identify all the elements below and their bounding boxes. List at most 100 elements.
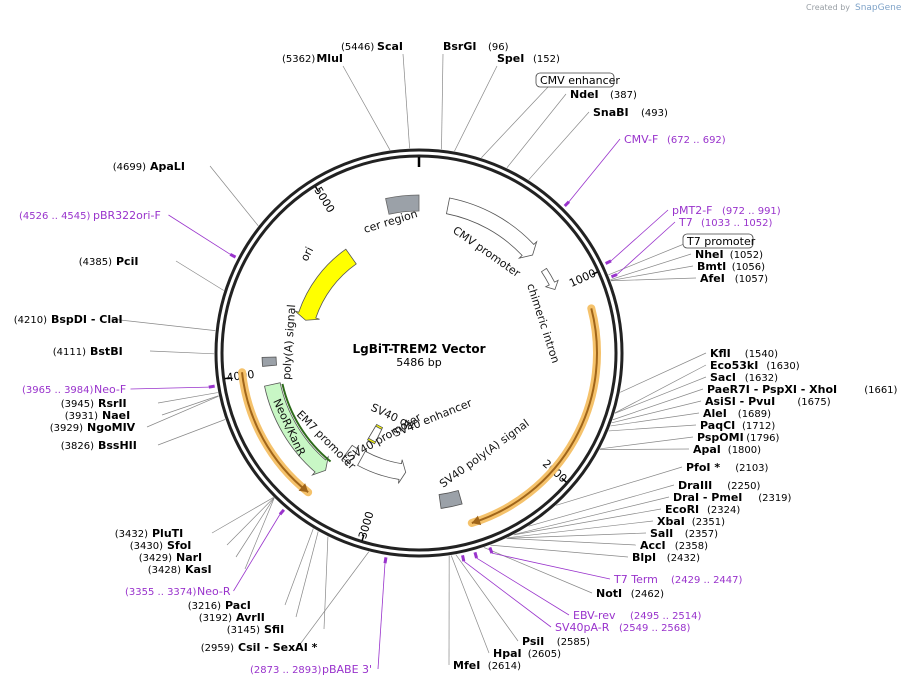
enzyme-name: EcoRI [665, 503, 699, 516]
primer-range: (3355 .. 3374) [125, 587, 197, 598]
enzyme-line [157, 392, 218, 404]
enzyme-position: (1800) [728, 445, 761, 456]
enzyme-name: BstBI [90, 345, 123, 358]
enzyme-position: (3216) [188, 601, 221, 612]
feature-sv40-enhancer [367, 425, 383, 443]
enzyme-line [450, 555, 490, 654]
enzyme-line [528, 111, 590, 181]
enzyme-line [610, 265, 694, 281]
enzyme-name: NaeI [102, 409, 130, 422]
boxed-feature-line [481, 86, 549, 158]
primer-mark [208, 384, 215, 389]
enzyme-line [483, 547, 593, 594]
enzyme-line [614, 376, 707, 414]
enzyme-position: (4699) [113, 162, 146, 173]
enzyme-name: BspDI - ClaI [51, 313, 123, 326]
feature-cer-region [385, 194, 420, 215]
map-title: LgBiT-TREM2 Vector [352, 342, 485, 356]
enzyme-position: (1052) [730, 250, 763, 261]
enzyme-name: SnaBI [593, 106, 629, 119]
enzyme-name: PspOMI [697, 431, 744, 444]
orf-arcs [238, 304, 601, 527]
enzyme-name: AleI [703, 407, 727, 420]
enzyme-line [506, 93, 567, 169]
enzyme-name: AsiSI - PvuI [705, 395, 775, 408]
enzyme-position: (2614) [488, 661, 521, 672]
orf-outline [467, 304, 601, 527]
boxed-label-t7-promoter: T7 promoter [686, 235, 756, 248]
primer-range: (672 .. 692) [667, 135, 726, 146]
enzyme-name: KflI [710, 347, 731, 360]
primer-name: SV40pA-R [555, 621, 610, 634]
enzyme-name: Eco53kI [710, 359, 758, 372]
primer-labels: CMV-F(672 .. 692)pMT2-F(972 .. 991)T7(10… [19, 133, 781, 676]
enzyme-name: NdeI [570, 88, 599, 101]
enzyme-position: (1632) [745, 373, 778, 384]
enzyme-name: MluI [316, 52, 343, 65]
enzyme-position: (1661) [864, 385, 897, 396]
primer-line [476, 557, 570, 616]
enzyme-name: BmtI [697, 260, 726, 273]
enzyme-line [610, 253, 692, 280]
enzyme-line [608, 424, 697, 432]
primer-mark [461, 555, 466, 562]
primer-range: (2549 .. 2568) [619, 623, 691, 634]
enzyme-line [244, 497, 275, 570]
neor-strand-line [281, 383, 332, 463]
enzyme-position: (1056) [732, 262, 765, 273]
primer-line [377, 563, 386, 670]
enzyme-name: SpeI [497, 52, 524, 65]
credit-prefix: Created by [806, 3, 850, 12]
enzyme-name: MfeI [453, 659, 480, 672]
enzyme-position: (4210) [14, 315, 47, 326]
orf-arrowhead [471, 515, 482, 526]
feature-arrows [261, 194, 559, 509]
enzyme-position: (1689) [738, 409, 771, 420]
enzyme-line [610, 277, 697, 282]
enzyme-position: (3429) [139, 553, 172, 564]
enzyme-line [441, 53, 444, 150]
ruler-tick-label: 1000 [567, 267, 598, 290]
primer-line [130, 386, 209, 390]
feature-sv40-poly-a-signal [438, 490, 463, 509]
t7-promoter-box [682, 233, 754, 249]
primer-line [568, 138, 621, 202]
enzyme-line [507, 520, 654, 539]
enzyme-line [556, 466, 683, 506]
enzyme-line [528, 484, 675, 527]
primer-line [610, 209, 669, 262]
enzyme-name: BssHII [98, 439, 137, 452]
enzyme-name: PluTI [152, 527, 183, 540]
enzyme-line [610, 412, 700, 427]
enzyme-position: (387) [610, 90, 637, 101]
primer-name: pMT2-F [672, 204, 713, 217]
ruler-tick [591, 271, 598, 276]
enzyme-position: (3945) [61, 399, 94, 410]
enzyme-name: BlpI [632, 551, 656, 564]
enzyme-position: (2357) [685, 529, 718, 540]
enzyme-name: AfeI [700, 272, 725, 285]
feature-neor-kanr [264, 382, 329, 476]
feature-sv40-promoter [357, 450, 407, 484]
credit-brand: SnapGene [855, 3, 902, 13]
enzyme-position: (152) [533, 54, 560, 65]
primer-line [463, 560, 552, 628]
enzyme-position: (3931) [65, 411, 98, 422]
enzyme-line [611, 400, 702, 424]
enzyme-position: (1630) [766, 361, 799, 372]
feature-em7-promoter [342, 444, 360, 466]
enzyme-line [235, 497, 275, 558]
enzyme-line [614, 364, 707, 414]
primer-name: T7 [678, 216, 693, 229]
enzyme-position: (1675) [797, 397, 830, 408]
enzyme-line [295, 531, 319, 618]
feature-label-chimeric-intron: chimeric intron [524, 282, 562, 365]
enzyme-line [323, 536, 329, 630]
enzyme-position: (2585) [557, 637, 590, 648]
primer-mark [488, 546, 494, 554]
enzyme-name: BsrGI [443, 40, 476, 53]
enzyme-name: RsrII [98, 397, 127, 410]
enzyme-position: (2432) [667, 553, 700, 564]
enzyme-name: CsiI - SexAI * [238, 641, 318, 654]
